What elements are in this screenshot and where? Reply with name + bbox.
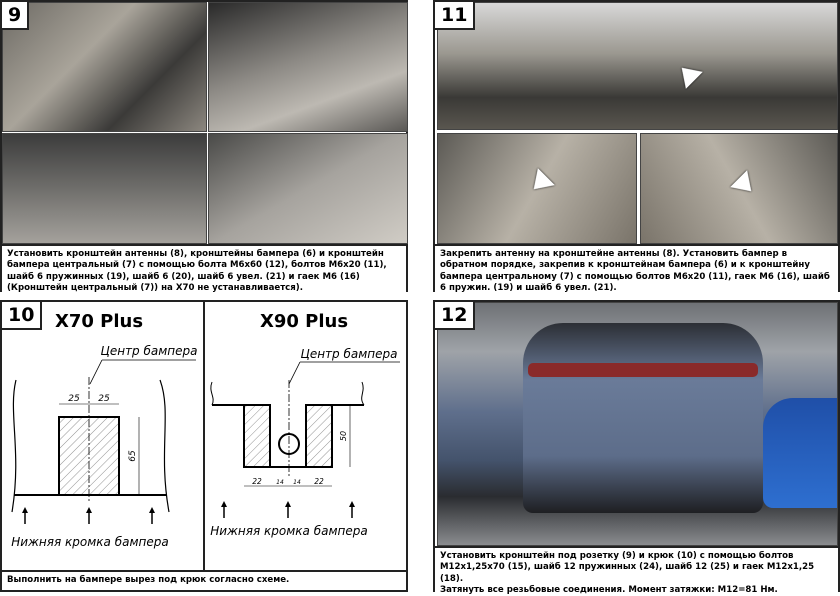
step-caption: Установить кронштейн антенны (8), кроншт…: [2, 244, 406, 293]
arrow-icon: [730, 170, 760, 200]
dim-3: 14: [293, 479, 301, 486]
step-caption: Закрепить антенну на кронштейне антенны …: [435, 244, 838, 293]
photo-car-rear-towbar: [437, 302, 838, 546]
photo-bumper-left: [437, 133, 637, 244]
caption-line-3: Затянуть все резьбовые соединения. Момен…: [440, 584, 778, 595]
arrow-icon: [525, 168, 555, 198]
step-11-panel: 11 Закрепить антенну на кронштейне антен…: [433, 0, 840, 293]
blue-car: [763, 398, 837, 508]
x90-bottom-label: Нижняя кромка бампера: [210, 524, 367, 538]
dim-left: 25: [68, 394, 80, 404]
step-9-panel: 9 Установить кронштейн антенны (8), крон…: [0, 0, 408, 293]
step-number: 10: [2, 302, 43, 330]
bumper-cutout-diagram: X70 Plus Центр бампера 25 25 65 Нижняя к…: [11, 302, 400, 570]
photo-bracket-muffler: [208, 133, 408, 244]
step-caption: Установить кронштейн под розетку (9) и к…: [435, 546, 838, 595]
step-caption: Выполнить на бампере вырез под крюк согл…: [2, 570, 406, 590]
dim-height: 65: [128, 450, 138, 462]
photo-antenna-mounted: [437, 2, 838, 130]
taillight-bar: [528, 363, 758, 377]
x90-center-label: Центр бампера: [301, 347, 398, 361]
step-number: 11: [435, 2, 476, 30]
dim-right: 25: [98, 394, 110, 404]
photo-bracket-exhaust: [208, 2, 408, 132]
car-body: [523, 323, 763, 513]
caption-line-1: Установить кронштейн под розетку (9) и к…: [440, 551, 794, 561]
dim-2: 14: [276, 479, 284, 486]
step-number: 12: [435, 302, 476, 330]
x70-title: X70 Plus: [55, 311, 143, 332]
arrow-icon: [673, 59, 703, 89]
dim-1: 22: [252, 477, 262, 486]
x70-bottom-label: Нижняя кромка бампера: [11, 535, 168, 549]
x70-center-label: Центр бампера: [101, 344, 198, 358]
step-12-panel: 12 Установить кронштейн под розетку (9) …: [433, 300, 840, 595]
dim-height: 50: [339, 431, 348, 441]
photo-spare-wheel-brackets: [2, 133, 207, 244]
x90-title: X90 Plus: [260, 311, 348, 332]
photo-bracket-underbody: [2, 2, 207, 132]
caption-line-2: М12х1,25х70 (15), шайб 12 пружинных (24)…: [440, 562, 815, 584]
dim-4: 22: [314, 477, 324, 486]
step-10-panel: 10 X70 Plus Центр бампера 25 25 65 Нижня…: [0, 300, 408, 592]
photo-bumper-right: [640, 133, 838, 244]
step-number: 9: [2, 2, 30, 30]
